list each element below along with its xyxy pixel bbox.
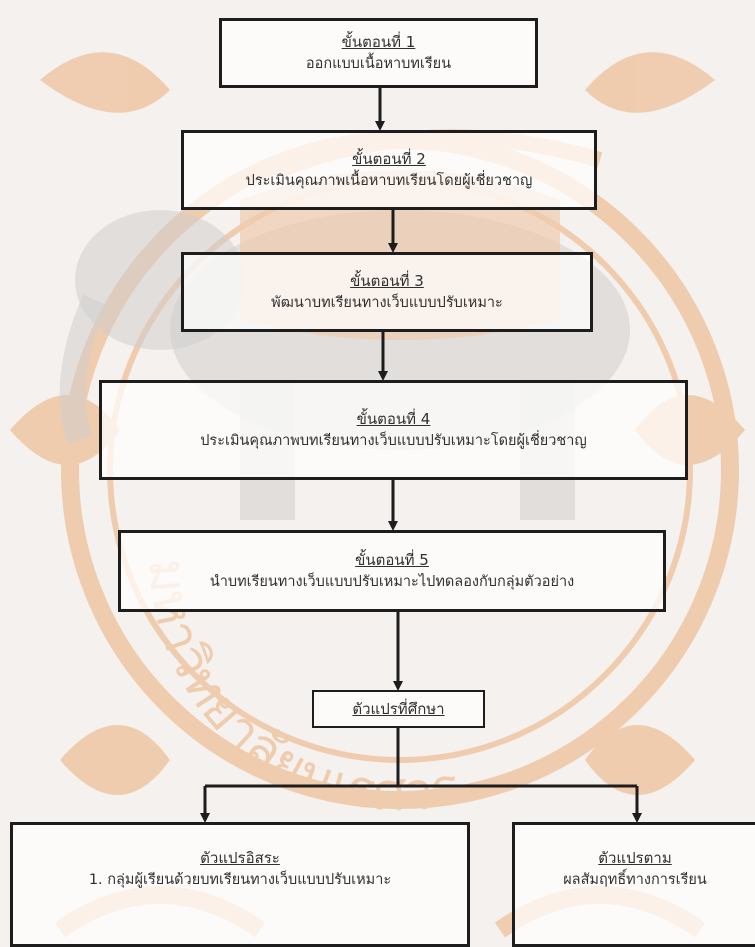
step-4-box: ขั้นตอนที่ 4 ประเมินคุณภาพบทเรียนทางเว็บ… (99, 380, 688, 480)
step-1-desc: ออกแบบเนื้อหาบทเรียน (305, 56, 452, 72)
dependent-variable-title: ตัวแปรตาม (598, 849, 672, 867)
independent-variable-item: 1. กลุ่มผู้เรียนด้วยบทเรียนทางเว็บแบบปรั… (88, 872, 392, 888)
independent-variable-box: ตัวแปรอิสระ 1. กลุ่มผู้เรียนด้วยบทเรียนท… (10, 822, 470, 947)
step-5-title: ขั้นตอนที่ 5 (355, 551, 429, 569)
step-4-title: ขั้นตอนที่ 4 (356, 410, 431, 428)
study-variables-box: ตัวแปรที่ศึกษา (312, 690, 485, 728)
dependent-variable-box: ตัวแปรตาม ผลสัมฤทธิ์ทางการเรียน (512, 822, 755, 947)
step-3-title: ขั้นตอนที่ 3 (350, 272, 424, 290)
step-5-box: ขั้นตอนที่ 5 นำบทเรียนทางเว็บแบบปรับเหมา… (118, 530, 666, 612)
step-2-title: ขั้นตอนที่ 2 (352, 150, 426, 168)
dependent-variable-item: ผลสัมฤทธิ์ทางการเรียน (563, 872, 707, 888)
step-2-box: ขั้นตอนที่ 2 ประเมินคุณภาพเนื้อหาบทเรียน… (181, 130, 597, 210)
step-5-desc: นำบทเรียนทางเว็บแบบปรับเหมาะไปทดลองกับกล… (209, 574, 575, 590)
study-variables-title: ตัวแปรที่ศึกษา (352, 700, 445, 718)
step-2-desc: ประเมินคุณภาพเนื้อหาบทเรียนโดยผู้เชี่ยวช… (245, 173, 533, 189)
step-4-desc: ประเมินคุณภาพบทเรียนทางเว็บแบบปรับเหมาะโ… (200, 433, 587, 449)
independent-variable-title: ตัวแปรอิสระ (200, 849, 280, 867)
step-3-box: ขั้นตอนที่ 3 พัฒนาบทเรียนทางเว็บแบบปรับเ… (181, 252, 593, 332)
step-3-desc: พัฒนาบทเรียนทางเว็บแบบปรับเหมาะ (271, 295, 503, 311)
step-1-box: ขั้นตอนที่ 1 ออกแบบเนื้อหาบทเรียน (219, 18, 538, 88)
step-1-title: ขั้นตอนที่ 1 (341, 33, 416, 51)
